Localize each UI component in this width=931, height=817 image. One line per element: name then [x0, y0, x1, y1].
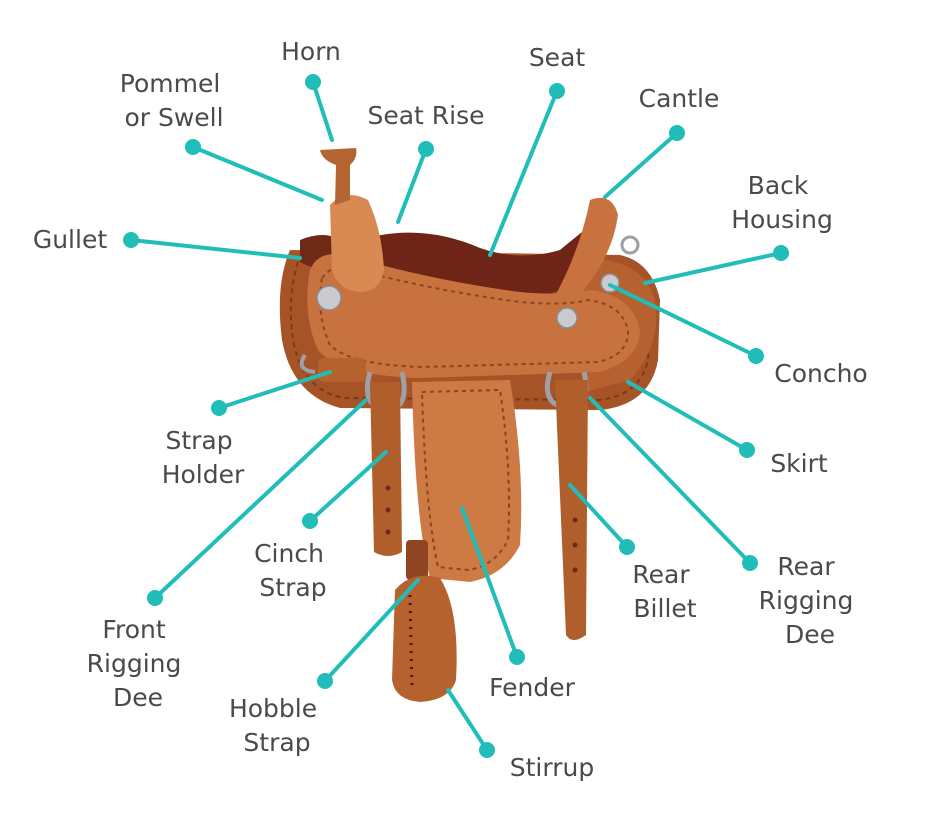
leader-skirt: [626, 380, 755, 458]
label-rear-billet: Rear Billet: [632, 560, 697, 623]
label-rear-rigging-dee: Rear Rigging Dee: [759, 552, 862, 649]
label-stirrup: Stirrup: [510, 753, 594, 782]
label-horn: Horn: [281, 37, 341, 66]
fender-shape: [412, 380, 522, 582]
leader-rear-billet: [568, 483, 635, 555]
label-cantle: Cantle: [639, 84, 720, 113]
leader-front-rigging-dee: [147, 398, 368, 606]
back-housing-ring: [620, 235, 640, 255]
cinch-strap-shape: [370, 382, 402, 556]
cantle-shape: [555, 197, 618, 305]
leader-pommel: [185, 139, 324, 202]
horn-shape: [320, 148, 357, 205]
leader-seat-rise: [396, 141, 434, 224]
leader-cinch-strap: [302, 450, 388, 529]
fender-stitching: [421, 388, 510, 572]
leader-gullet: [123, 232, 302, 260]
rear-billet-shape: [555, 380, 588, 640]
leader-strap-holder: [211, 370, 332, 416]
concho-front: [316, 285, 342, 311]
label-fender: Fender: [489, 673, 575, 702]
concho-rear-mid: [556, 307, 578, 329]
label-hobble-strap: Hobble Strap: [229, 694, 325, 757]
stirrup-shape: [392, 575, 457, 702]
leader-concho: [608, 283, 764, 364]
leader-fender: [460, 506, 525, 665]
leader-seat: [488, 83, 565, 257]
label-skirt: Skirt: [770, 449, 828, 478]
label-front-rigging-dee: Front Rigging Dee: [87, 615, 190, 712]
label-concho: Concho: [774, 359, 867, 388]
pommel-shape: [330, 195, 384, 292]
leader-rear-rigging-dee: [588, 396, 758, 571]
leader-cantle: [603, 125, 685, 199]
leader-horn: [305, 74, 334, 142]
strap-holder-ring: [299, 353, 316, 374]
part-labels: Horn Pommel or Swell Seat Rise Seat Cant…: [33, 37, 868, 782]
label-pommel: Pommel or Swell: [120, 69, 228, 132]
label-gullet: Gullet: [33, 225, 107, 254]
leader-stirrup: [446, 688, 495, 758]
hobble-strap-shape: [406, 540, 428, 580]
saddle-illustration: [279, 148, 660, 702]
leader-lines: [123, 74, 789, 758]
label-cinch-strap: Cinch Strap: [254, 539, 332, 602]
strap-holder-shape: [318, 358, 366, 382]
leader-hobble-strap: [317, 578, 420, 689]
label-strap-holder: Strap Holder: [162, 426, 245, 489]
saddle-body: [307, 254, 640, 378]
leader-back-housing: [643, 245, 789, 285]
label-seat-rise: Seat Rise: [367, 101, 484, 130]
label-seat: Seat: [529, 43, 586, 72]
label-back-housing: Back Housing: [731, 171, 833, 234]
